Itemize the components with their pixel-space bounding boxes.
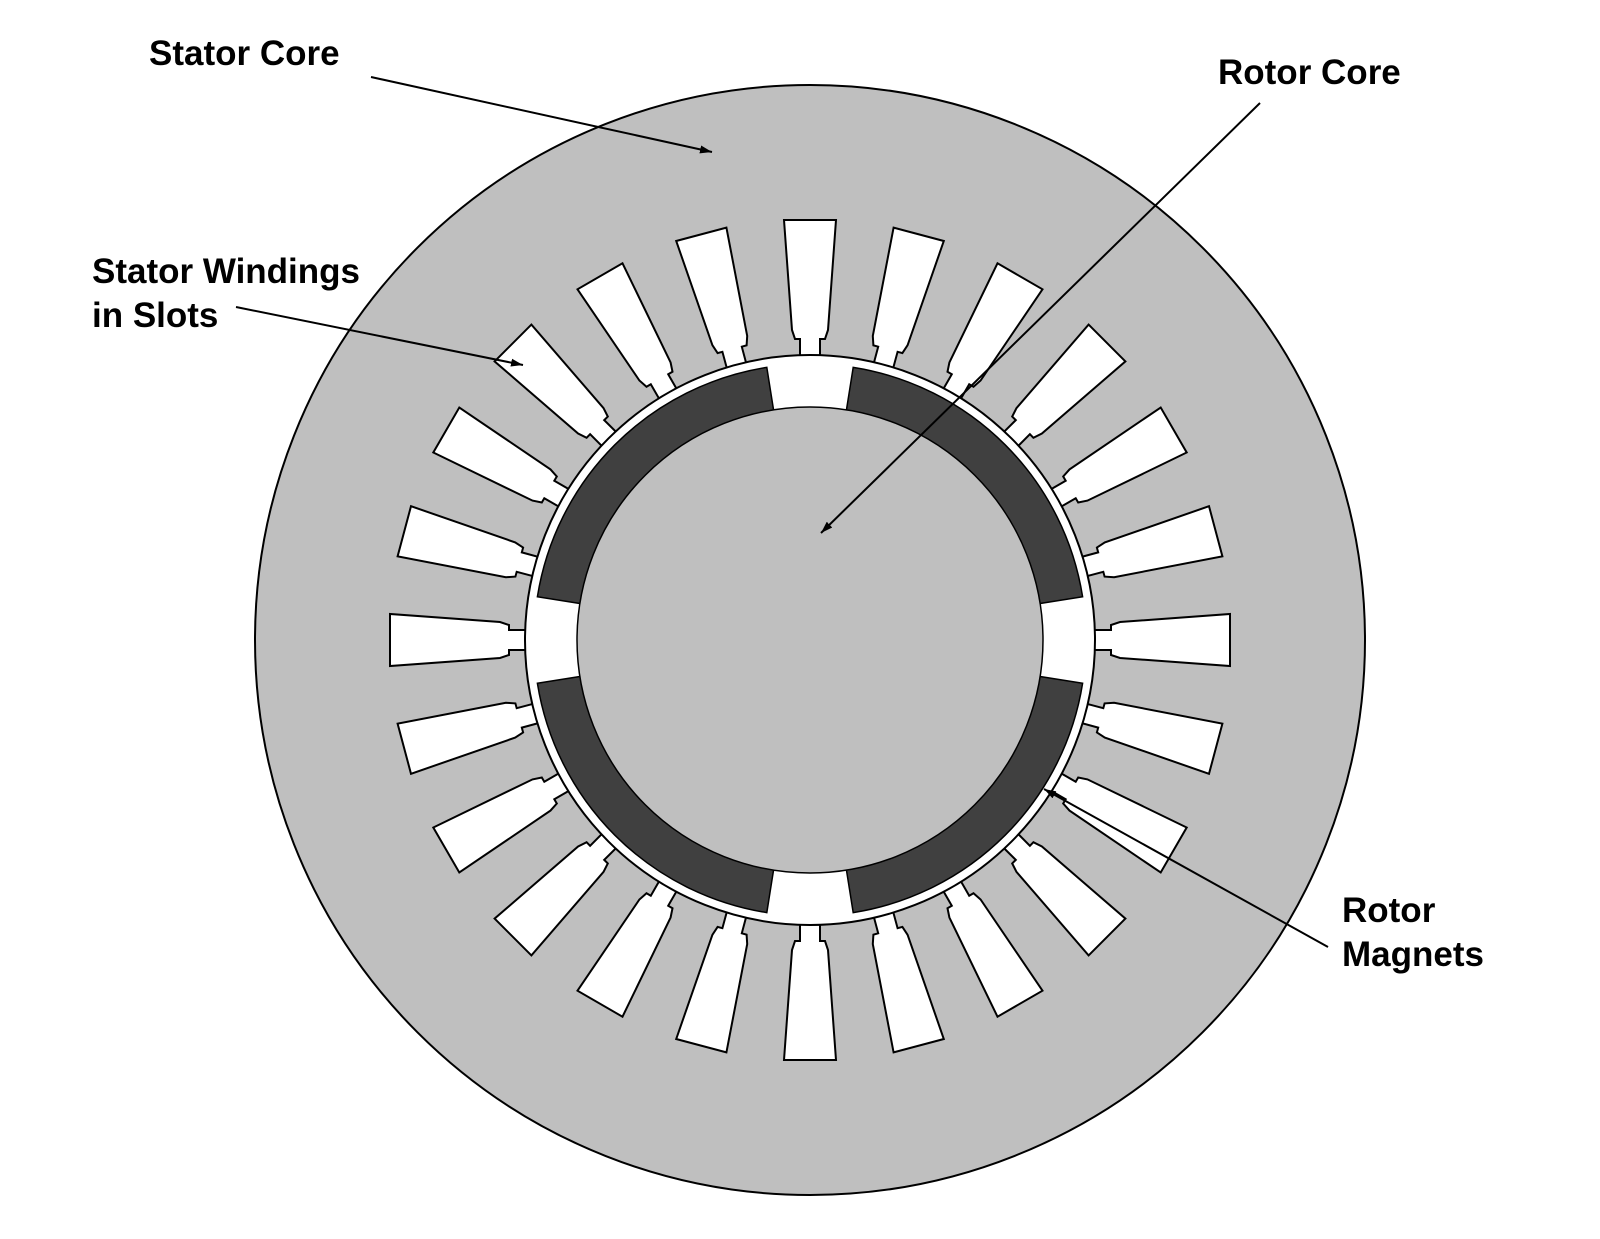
stator-slot — [493, 829, 621, 957]
stator-slot — [431, 769, 574, 874]
stator-slot — [999, 829, 1127, 957]
rotor-magnets-arrow — [1043, 788, 1329, 948]
stator-windings-label-line1: Stator Windings — [92, 252, 361, 291]
rotor-magnets-label-line1: Rotor — [1342, 891, 1436, 930]
stator-slots — [389, 219, 1231, 1061]
stator-slot — [431, 406, 574, 511]
stator-core-arrow — [370, 76, 713, 154]
rotor-core — [576, 406, 1044, 874]
stator-windings-label-line2: in Slots — [92, 296, 219, 335]
stator-slot — [396, 701, 544, 776]
stator-slot — [576, 261, 681, 404]
stator-slot — [871, 226, 946, 374]
stator-slot — [576, 876, 681, 1019]
rotor-magnets-label-line2: Magnets — [1342, 935, 1484, 974]
stator-slot — [939, 876, 1044, 1019]
stator-slot — [1046, 769, 1189, 874]
stator-slot — [396, 504, 544, 579]
rotor-magnets-label: Rotor Magnets — [1342, 889, 1484, 977]
stator-core-label: Stator Core — [149, 34, 340, 73]
stator-slot — [871, 906, 946, 1054]
stator-slot — [674, 906, 749, 1054]
stator-slot — [493, 323, 621, 451]
stator-slot — [999, 323, 1127, 451]
rotor-core-label: Rotor Core — [1218, 53, 1401, 92]
stator-slot — [1046, 406, 1189, 511]
stator-windings-arrow — [235, 306, 524, 367]
stator-windings-label: Stator Windings in Slots — [92, 250, 360, 338]
stator-slot — [1076, 701, 1224, 776]
stator-slot — [782, 219, 838, 361]
stator-slot — [782, 919, 838, 1061]
stator-slot — [389, 612, 531, 668]
stator-slot — [1089, 612, 1231, 668]
stator-slot — [674, 226, 749, 374]
stator-slot — [1076, 504, 1224, 579]
rotor-core-arrow — [820, 102, 1261, 534]
